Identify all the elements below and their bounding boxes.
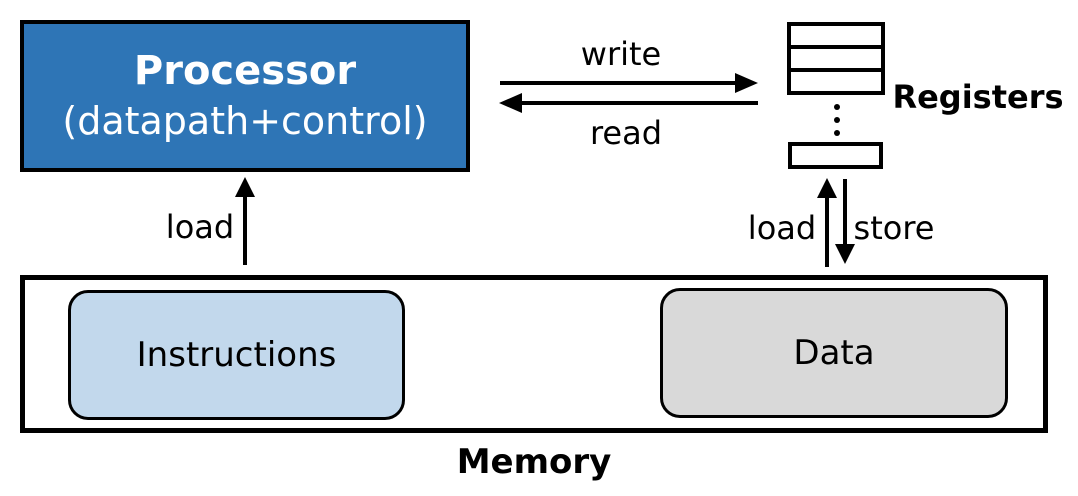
dot-icon (834, 130, 840, 136)
arrow-head-up-icon (817, 178, 837, 198)
arrow-line (843, 179, 847, 245)
processor-subtitle: (datapath+control) (62, 99, 428, 144)
write-label: write (580, 35, 662, 73)
processor-title: Processor (133, 48, 357, 95)
register-row (787, 68, 885, 95)
arrow-head-down-icon (835, 244, 855, 264)
load-label-left: load (165, 208, 235, 246)
registers-label: Registers (892, 78, 1064, 116)
dot-icon (834, 117, 840, 123)
dot-icon (834, 104, 840, 110)
registers-ellipsis (834, 104, 840, 143)
arrow-line (243, 195, 247, 265)
arrow-line (521, 101, 758, 105)
read-label: read (589, 114, 663, 152)
memory-label: Memory (456, 442, 612, 482)
processor-box: Processor (datapath+control) (20, 20, 470, 172)
arrow-head-up-icon (235, 177, 255, 197)
arrow-line (825, 196, 829, 267)
arrow-head-right-icon (735, 73, 758, 93)
register-single (788, 142, 883, 169)
arrow-line (500, 81, 736, 85)
instructions-box: Instructions (68, 290, 405, 420)
data-label: Data (793, 333, 875, 373)
registers-stack (787, 22, 885, 95)
arrow-head-left-icon (499, 93, 522, 113)
load-label-right: load (747, 209, 817, 247)
instructions-label: Instructions (136, 335, 337, 375)
store-label: store (853, 209, 935, 247)
data-box: Data (660, 288, 1008, 418)
